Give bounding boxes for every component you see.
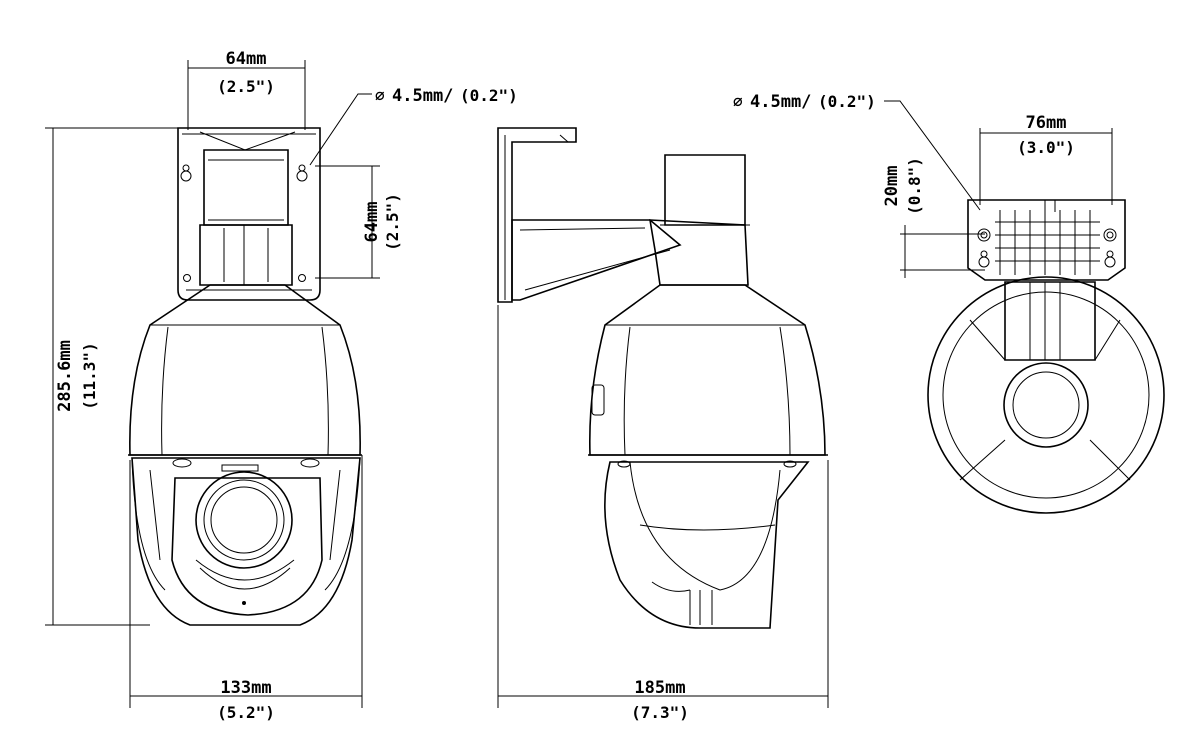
width-inch: (5.2") (217, 703, 275, 722)
front-housing (129, 284, 361, 456)
mount-hole (180, 164, 308, 282)
top-hole-spacing-inch: (2.5") (217, 77, 275, 96)
diameter-symbol: ⌀ (375, 86, 385, 105)
front-hole-diameter-mm: 4.5mm/ (392, 86, 453, 106)
front-view (128, 127, 362, 626)
side-dome (604, 461, 810, 629)
top-hole-spacing-mm: 64mm (226, 49, 267, 69)
bottom-height-inch: (0.8") (905, 157, 924, 215)
depth-inch: (7.3") (631, 703, 689, 722)
bottom-plate (967, 199, 1126, 281)
front-wall-plate (177, 127, 321, 301)
side-arm (511, 219, 682, 301)
side-view (497, 127, 828, 629)
front-dome (131, 457, 361, 626)
total-height-inch: (11.3") (80, 342, 99, 409)
side-hole-spacing-inch: (2.5") (383, 193, 402, 251)
front-dimensions (45, 60, 380, 708)
side-dimensions (497, 305, 829, 708)
bottom-lens (1003, 362, 1089, 448)
depth-mm: 185mm (634, 678, 685, 698)
bottom-view (927, 199, 1165, 514)
bottom-dimensions (884, 100, 1113, 278)
bottom-width-inch: (3.0") (1017, 138, 1075, 157)
bottom-hole-diameter-inch: (0.2") (818, 92, 876, 111)
front-lens (195, 471, 293, 569)
front-hole-diameter-inch: (0.2") (460, 86, 518, 105)
width-mm: 133mm (220, 678, 271, 698)
bottom-width-mm: 76mm (1026, 113, 1067, 133)
bottom-height-mm: 20mm (882, 166, 902, 207)
bottom-dome-circle (927, 276, 1165, 514)
total-height-mm: 285.6mm (55, 340, 75, 412)
side-hole-spacing-mm: 64mm (362, 202, 382, 243)
bottom-hole-diameter-mm: 4.5mm/ (750, 92, 811, 112)
bottom-diameter-symbol: ⌀ (733, 92, 743, 111)
side-wall-bracket (497, 127, 577, 303)
